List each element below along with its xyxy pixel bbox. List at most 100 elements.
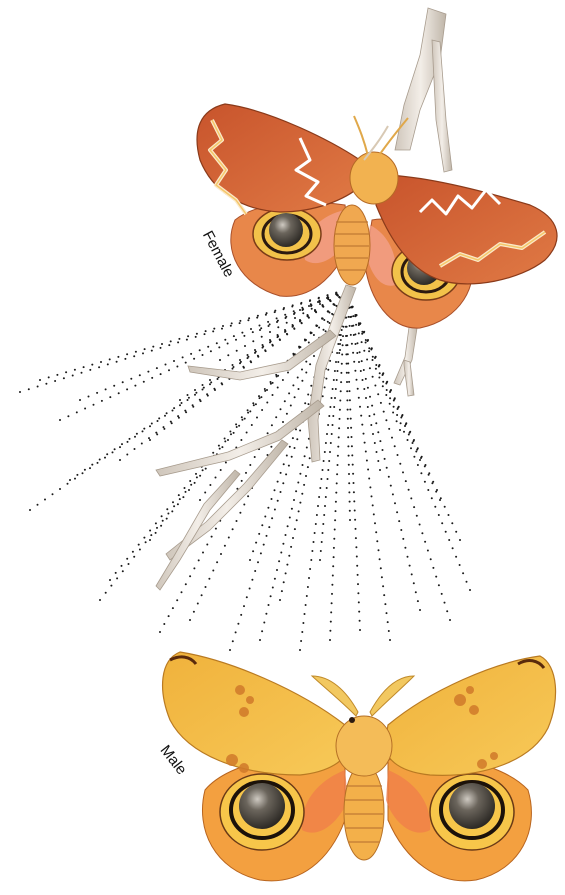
pheromone-dot — [29, 509, 31, 511]
pheromone-dot — [359, 406, 361, 408]
pheromone-dot — [142, 352, 144, 354]
pheromone-dot — [349, 316, 351, 318]
pheromone-dot — [133, 355, 135, 357]
pheromone-dot — [372, 356, 374, 358]
pheromone-dot — [445, 531, 447, 533]
pheromone-dot — [365, 451, 367, 453]
pheromone-dot — [134, 436, 136, 438]
pheromone-dot — [376, 451, 378, 453]
pheromone-dot — [374, 385, 376, 387]
pheromone-dot — [302, 464, 304, 466]
pheromone-dot — [333, 547, 335, 549]
pheromone-dot — [300, 640, 302, 642]
pheromone-dot — [349, 510, 351, 512]
pheromone-dot — [279, 339, 281, 341]
pheromone-dot — [299, 473, 301, 475]
pheromone-dot — [284, 314, 286, 316]
pheromone-dot — [342, 326, 344, 328]
male-abdomen — [344, 764, 384, 860]
pheromone-dot — [290, 405, 292, 407]
pheromone-dot — [333, 406, 335, 408]
pheromone-dot — [246, 596, 248, 598]
pheromone-dot — [408, 434, 410, 436]
pheromone-dot — [168, 369, 170, 371]
pheromone-dot — [315, 523, 317, 525]
pheromone-dot — [144, 348, 146, 350]
pheromone-dot — [277, 326, 279, 328]
pheromone-dot — [188, 489, 190, 491]
pheromone-dot — [230, 325, 232, 327]
pheromone-dot — [326, 297, 328, 299]
pheromone-dot — [276, 317, 278, 319]
pheromone-dot — [243, 335, 245, 337]
pheromone-dot — [340, 339, 342, 341]
pheromone-dot — [307, 394, 309, 396]
pheromone-dot — [173, 407, 175, 409]
pheromone-dot — [127, 441, 129, 443]
pheromone-dot — [280, 552, 282, 554]
pheromone-dot — [264, 388, 266, 390]
pheromone-dot — [336, 473, 338, 475]
pheromone-dot — [208, 578, 210, 580]
pheromone-dot — [340, 381, 342, 383]
pheromone-dot — [158, 417, 160, 419]
pheromone-dot — [268, 604, 270, 606]
pheromone-dot — [129, 438, 131, 440]
pheromone-dot — [305, 604, 307, 606]
pheromone-dot — [322, 304, 324, 306]
pheromone-dot — [82, 472, 84, 474]
pheromone-dot — [286, 455, 288, 457]
pheromone-dot — [350, 418, 352, 420]
pheromone-dot — [143, 428, 145, 430]
pheromone-dot — [276, 321, 278, 323]
pheromone-dot — [336, 379, 338, 381]
pheromone-dot — [116, 361, 118, 363]
pheromone-dot — [207, 346, 209, 348]
pheromone-dot — [361, 424, 363, 426]
pheromone-dot — [302, 309, 304, 311]
pheromone-dot — [134, 448, 136, 450]
pheromone-dot — [431, 482, 433, 484]
pheromone-dot — [97, 462, 99, 464]
pheromone-dot — [259, 329, 261, 331]
pheromone-dot — [358, 324, 360, 326]
pheromone-dot — [254, 456, 256, 458]
pheromone-dot — [244, 418, 246, 420]
pheromone-dot — [119, 446, 121, 448]
pheromone-dot — [359, 351, 361, 353]
pheromone-dot — [377, 460, 379, 462]
pheromone-dot — [199, 475, 201, 477]
pheromone-dot — [250, 361, 252, 363]
pheromone-dot — [155, 432, 157, 434]
pheromone-dot — [367, 340, 369, 342]
pheromone-dot — [358, 361, 360, 363]
pheromone-dot — [282, 379, 284, 381]
pheromone-dot — [449, 619, 451, 621]
pheromone-dot — [210, 381, 212, 383]
pheromone-dot — [216, 561, 218, 563]
pheromone-dot — [276, 569, 278, 571]
pheromone-dot — [280, 491, 282, 493]
pheromone-dot — [150, 534, 152, 536]
pheromone-dot — [355, 528, 357, 530]
pheromone-dot — [337, 455, 339, 457]
pheromone-dot — [269, 331, 271, 333]
pheromone-dot — [185, 491, 187, 493]
pheromone-dot — [271, 498, 273, 500]
pheromone-dot — [362, 379, 364, 381]
pheromone-dot — [44, 499, 46, 501]
pheromone-dot — [189, 619, 191, 621]
pheromone-dot — [352, 473, 354, 475]
pheromone-dot — [338, 352, 340, 354]
pheromone-dot — [235, 423, 237, 425]
pheromone-dot — [295, 428, 297, 430]
pheromone-dot — [235, 631, 237, 633]
pheromone-dot — [152, 346, 154, 348]
pheromone-dot — [67, 415, 69, 417]
pheromone-dot — [261, 336, 263, 338]
pheromone-dot — [399, 429, 401, 431]
pheromone-dot — [309, 457, 311, 459]
pheromone-dot — [309, 299, 311, 301]
pheromone-dot — [369, 367, 371, 369]
pheromone-dot — [338, 427, 340, 429]
